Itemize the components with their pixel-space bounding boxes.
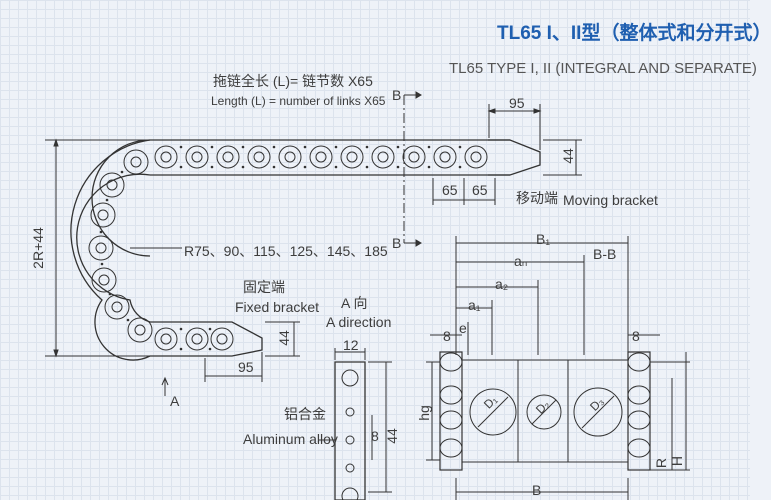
technical-drawing <box>45 91 690 500</box>
dimension-44-fixed <box>265 321 300 357</box>
fixed-bracket-shape <box>205 321 263 357</box>
drag-chain-side-view <box>70 139 541 361</box>
view-a-arrow <box>161 376 169 396</box>
dim-r: R <box>653 457 670 469</box>
dim-44-left: 44 <box>275 330 292 346</box>
fixed-bracket-cn: 固定端 <box>243 279 285 295</box>
cross-section-view <box>426 236 690 500</box>
moving-bracket-shape <box>488 139 541 176</box>
dim-h: H <box>669 455 686 467</box>
dim-65-a: 65 <box>442 182 458 198</box>
fixed-bracket-en: Fixed bracket <box>235 299 320 315</box>
dim-44-right: 44 <box>559 148 576 164</box>
page-subtitle: TL65 TYPE I, II (INTEGRAL AND SEPARATE) <box>449 60 757 77</box>
chain-links-top <box>154 145 488 169</box>
moving-bracket-cn: 移动端 <box>516 190 558 206</box>
dim-a2: a₂ <box>495 276 509 292</box>
dimension-95-top <box>487 104 542 150</box>
dimension-2r44 <box>45 138 150 358</box>
chain-links-curve <box>88 149 153 343</box>
section-b-top-label: B <box>392 87 402 103</box>
chain-links-bottom <box>154 327 234 351</box>
dim-b1: B₁ <box>536 231 551 247</box>
alloy-en: Aluminum alloy <box>243 431 338 447</box>
dimension-95-fixed <box>204 352 263 382</box>
radius-options: R75、90、115、125、145、185 <box>184 243 388 259</box>
dim-12: 12 <box>343 337 359 353</box>
dim-hg: hg <box>415 405 432 421</box>
height-2r44: 2R+44 <box>29 227 46 269</box>
dim-e: e <box>459 320 467 336</box>
section-bb-label: B-B <box>593 246 617 262</box>
dim-8-side: 8 <box>371 428 379 444</box>
dim-95-bottom: 95 <box>238 359 254 375</box>
dim-65-b: 65 <box>472 182 488 198</box>
view-a-cn: A 向 <box>341 295 368 311</box>
dim-an: aₙ <box>514 253 528 269</box>
page-title: TL65 I、II型（整体式和分开式） <box>497 23 771 44</box>
side-link-view <box>318 348 392 500</box>
view-a-en: A direction <box>326 314 392 330</box>
chain-pin-dots <box>99 145 462 351</box>
chain-length-cn: 拖链全长 (L)= 链节数 X65 <box>213 73 373 89</box>
dim-a1: a₁ <box>468 297 481 313</box>
dim-b: B <box>532 482 542 498</box>
moving-bracket-en: Moving bracket <box>563 192 658 208</box>
section-line-b <box>403 91 422 247</box>
chain-length-en: Length (L) = number of links X65 <box>211 94 386 108</box>
dimension-44-right <box>543 139 582 176</box>
dim-8-left: 8 <box>443 328 451 344</box>
alloy-cn: 铝合金 <box>284 406 326 422</box>
dim-44-side: 44 <box>383 428 400 444</box>
section-b-bottom-label: B <box>392 235 402 251</box>
dim-95-top: 95 <box>509 95 525 111</box>
dimension-65-links <box>432 178 496 205</box>
dim-8-right: 8 <box>632 328 640 344</box>
view-a-bottom-label: A <box>170 393 180 409</box>
